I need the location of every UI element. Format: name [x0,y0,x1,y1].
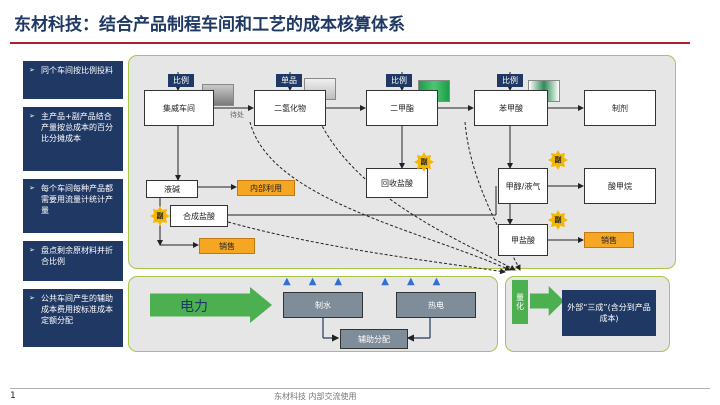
sidebar-item-text: 同个车间按比例投料 [41,66,113,75]
footer-text: 东材科技 内部交流使用 [274,392,357,401]
recycle-box: 回收盐酸 [366,168,428,198]
byproduct-label: 副 [156,212,164,220]
power-label: 电力 [180,299,208,315]
hydrochloric-box: 甲盐酸 [498,224,548,256]
byproduct-star-icon: 副 [414,152,434,172]
sidebar-item-5: ➢ 公共车间产生的辅助成本费用按标准成本定额分配 [22,288,124,348]
pending-note: 待处 [230,111,244,119]
page-number: 1 [10,391,16,401]
process-step-diester: 二甲酯 [366,90,438,126]
process-step-hydride: 二氢化物 [254,90,326,126]
byproduct-star-icon: 副 [548,150,568,170]
process-step-workshop: 集威车间 [144,90,214,126]
ratio-tag: 比例 [168,74,194,87]
bullet-icon: ➢ [29,184,35,192]
external-cost-box: 外部“三成”(含分到产品成本) [562,290,656,336]
bullet-icon: ➢ [29,246,35,254]
heat-power-box: 热电 [396,292,476,318]
ratio-tag: 比例 [497,74,523,87]
sidebar-item-text: 盘点剩余原材料并折合比例 [41,246,113,266]
bullet-icon: ➢ [29,66,35,74]
sidebar-item-text: 公共车间产生的辅助成本费用按标准成本定额分配 [41,294,113,325]
byproduct-star-icon: 副 [150,206,170,226]
bullet-icon: ➢ [29,112,35,120]
sidebar: ➢ 同个车间按比例投料 ➢ 主产品+副产品结合产量按总成本的百分比分摊成本 ➢ … [22,60,124,348]
upload-arrows: ▲▲▲ ▲▲▲ [283,276,459,287]
title-divider [10,42,690,44]
byproduct-label: 副 [554,156,562,164]
process-step-benzoic: 苯甲酸 [474,90,548,126]
internal-use-box: 内部利用 [237,180,295,196]
sidebar-item-1: ➢ 同个车间按比例投料 [22,60,124,100]
sidebar-item-text: 主产品+副产品结合产量按总成本的百分比分摊成本 [41,112,113,143]
sidebar-item-2: ➢ 主产品+副产品结合产量按总成本的百分比分摊成本 [22,106,124,172]
byproduct-star-icon: 副 [548,210,568,230]
sale-box: 销售 [584,232,634,248]
byproduct-label: 副 [554,216,562,224]
ratio-tag: 比例 [386,74,412,87]
sale-box: 销售 [199,238,255,254]
aux-distribution-box: 辅助分配 [340,329,408,349]
hydrolysis-box: 酸甲烷 [584,168,656,204]
sidebar-item-4: ➢ 盘点剩余原材料并折合比例 [22,240,124,282]
quantify-bar: 量化 [512,280,528,324]
byproduct-label: 副 [420,158,428,166]
footer-divider [10,388,710,389]
water-box: 制水 [283,292,363,318]
liquid-caustic-box: 液碱 [146,180,198,198]
unit-tag: 单品 [276,74,302,87]
process-step-formulation: 制剂 [584,90,656,126]
sidebar-item-text: 每个车间每种产品都需要用流量计统计产量 [41,184,113,215]
sidebar-item-3: ➢ 每个车间每种产品都需要用流量计统计产量 [22,178,124,234]
synth-acid-box: 合成盐酸 [170,205,228,227]
page-title: 东材科技：结合产品制程车间和工艺的成本核算体系 [14,15,405,35]
methanol-box: 甲醇/液气 [498,168,548,204]
bullet-icon: ➢ [29,294,35,302]
